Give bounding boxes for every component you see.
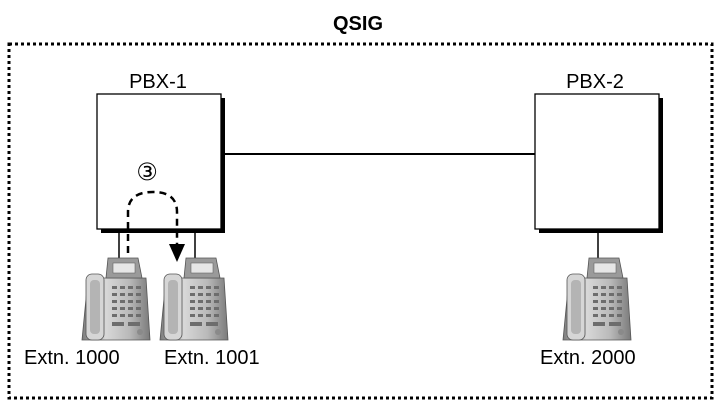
extn-2000-label: Extn. 2000 xyxy=(540,347,636,369)
extn-1000-label: Extn. 1000 xyxy=(24,347,120,369)
desk-phone-icon xyxy=(562,257,632,341)
arrowhead-icon xyxy=(169,244,185,262)
qsig-title: QSIG xyxy=(333,13,383,35)
step-marker: ③ xyxy=(136,159,158,186)
desk-phone-icon xyxy=(81,257,151,341)
transfer-arrow xyxy=(126,190,179,265)
pbx2-box xyxy=(534,93,660,230)
desk-phone-icon xyxy=(159,257,229,341)
extn-1001-label: Extn. 1001 xyxy=(164,347,260,369)
pbx1-box xyxy=(96,93,222,230)
pbx2-label: PBX-2 xyxy=(566,71,624,93)
pbx1-label: PBX-1 xyxy=(129,71,187,93)
